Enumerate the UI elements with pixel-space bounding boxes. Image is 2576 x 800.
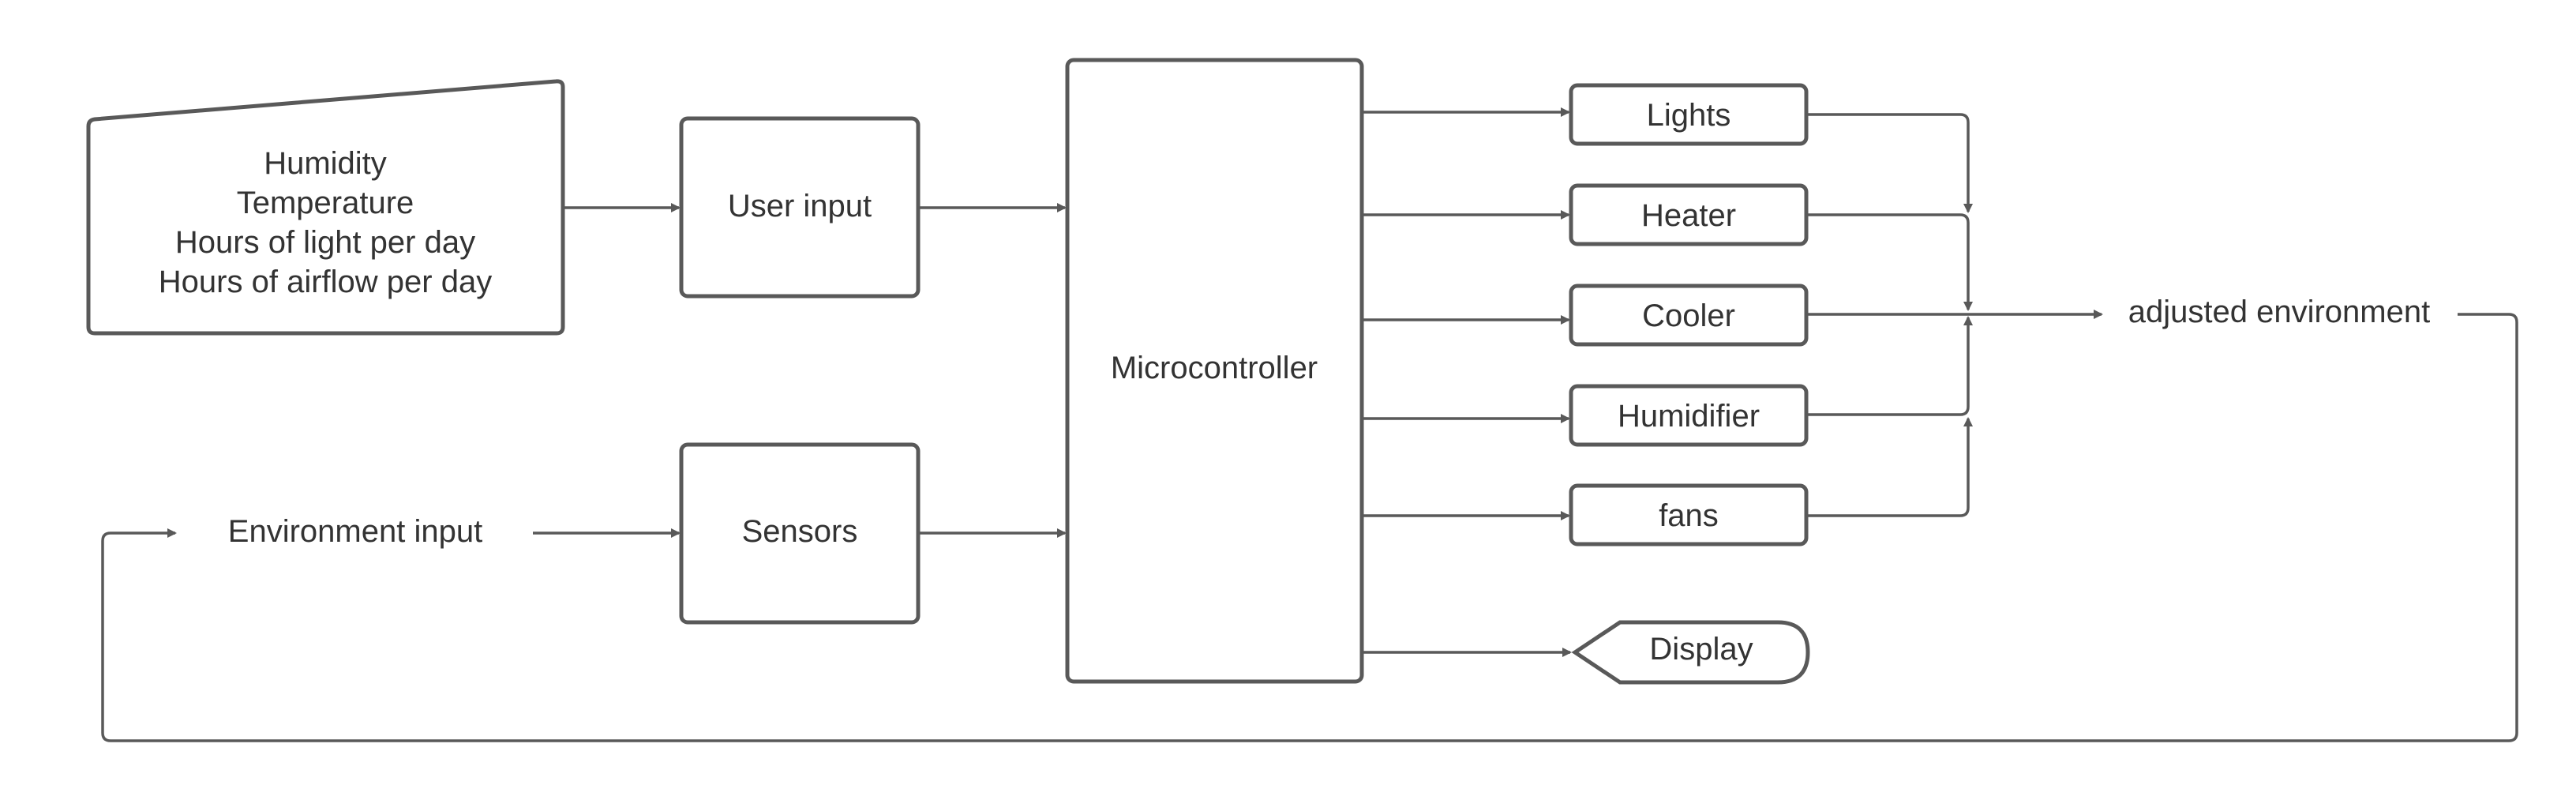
cooler-box: [1569, 284, 1809, 347]
humidifier-box: [1569, 384, 1809, 447]
environment-input-label: Environment input: [228, 514, 482, 549]
node-cooler: Cooler: [1569, 284, 1809, 347]
microcontroller-label: Microcontroller: [1111, 351, 1318, 385]
user-input-box: [679, 116, 921, 299]
cooler-label: Cooler: [1642, 299, 1735, 333]
sensors-label: Sensors: [742, 514, 858, 549]
edge-feedback-loop: [101, 313, 2518, 742]
display-shape: [1571, 620, 1810, 685]
heater-box: [1569, 183, 1809, 246]
edge-fans-to-merge: [1808, 417, 1973, 517]
edge-humidifier-to-merge: [1808, 316, 1973, 416]
param-hours-airflow: Hours of airflow per day: [159, 265, 492, 299]
humidifier-label: Humidifier: [1618, 399, 1760, 434]
parameters-shape: [86, 79, 565, 336]
connectors: [101, 107, 2518, 742]
lights-label: Lights: [1647, 98, 1731, 133]
param-hours-light: Hours of light per day: [175, 225, 475, 260]
param-humidity: Humidity: [264, 146, 387, 181]
user-input-label: User input: [728, 189, 872, 223]
param-temperature: Temperature: [237, 186, 414, 220]
fans-box: [1569, 483, 1809, 546]
edge-heater-to-merge: [1808, 213, 1973, 311]
node-sensors: Sensors: [679, 442, 921, 625]
microcontroller-box: [1065, 58, 1364, 684]
node-fans: fans: [1569, 483, 1809, 546]
node-heater: Heater: [1569, 183, 1809, 246]
edge-lights-to-merge: [1808, 113, 1973, 213]
node-user-input: User input: [679, 116, 921, 299]
node-display: Display: [1571, 620, 1810, 685]
fans-label: fans: [1659, 498, 1719, 533]
heater-label: Heater: [1641, 198, 1736, 233]
display-label: Display: [1649, 632, 1753, 667]
lights-box: [1569, 83, 1809, 146]
sensors-box: [679, 442, 921, 625]
node-parameters: Humidity Temperature Hours of light per …: [86, 79, 565, 336]
node-lights: Lights: [1569, 83, 1809, 146]
node-microcontroller: Microcontroller: [1065, 58, 1364, 684]
node-humidifier: Humidifier: [1569, 384, 1809, 447]
adjusted-environment-label: adjusted environment: [2128, 295, 2430, 329]
